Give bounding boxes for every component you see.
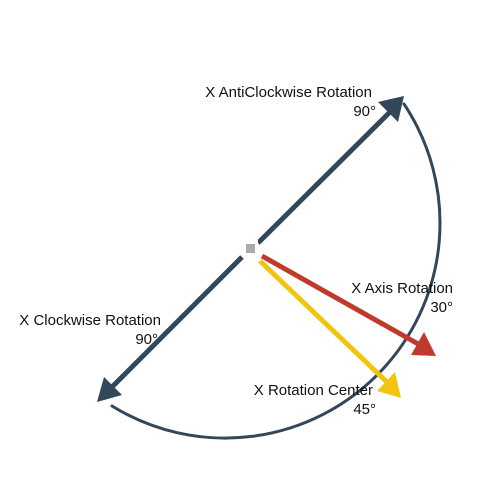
rotation-center-line xyxy=(258,259,390,385)
anticlockwise-label: X AntiClockwise Rotation xyxy=(205,84,372,101)
anticlockwise-arrowhead xyxy=(378,96,404,122)
clockwise-axis-line xyxy=(108,255,244,391)
anticlockwise-angle: 90° xyxy=(353,103,376,120)
axis-rotation-arrowhead xyxy=(411,332,436,356)
axis-rotation-label: X Axis Rotation xyxy=(351,280,453,297)
rotation-center-angle: 45° xyxy=(353,401,376,418)
clockwise-label: X Clockwise Rotation xyxy=(19,312,161,329)
clockwise-angle: 90° xyxy=(135,331,158,348)
rotation-center-label: X Rotation Center xyxy=(254,382,373,399)
anticlockwise-axis-line xyxy=(256,108,394,245)
rotation-center-arrowhead xyxy=(377,372,401,398)
axis-rotation-angle: 30° xyxy=(430,299,453,316)
center-marker-dot xyxy=(246,244,255,253)
clockwise-arrowhead xyxy=(97,377,122,402)
axis-rotation-line xyxy=(260,253,422,348)
